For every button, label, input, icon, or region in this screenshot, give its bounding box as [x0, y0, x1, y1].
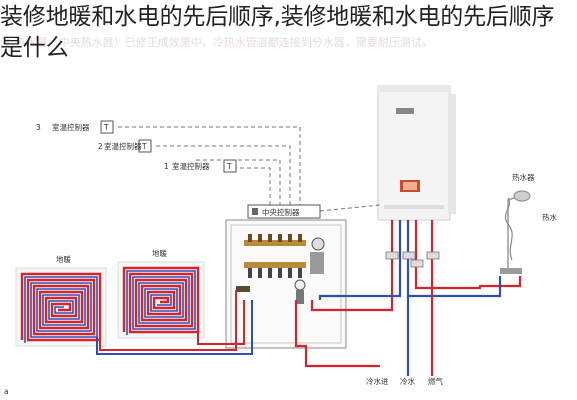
boiler-pipes [294, 220, 522, 376]
wall-boiler [377, 85, 456, 221]
thermostat-3-label: 室温控制器 [52, 122, 90, 132]
cold-water-label: 冷水 [400, 376, 415, 386]
cold-inlet-label: 冷水进 [366, 376, 389, 386]
shower-label: 热水器 [512, 172, 535, 182]
shower-head: 热水器 热水 [500, 172, 557, 274]
thermostat-1-label: 室温控制器 [172, 161, 210, 171]
floor-coil-left: 地暖 [15, 254, 107, 347]
thermostat-3-number: 3 [36, 123, 41, 132]
boiler-brand-plate [396, 108, 414, 114]
thermostat-2-label: 室温控制器 [104, 141, 142, 151]
coil-supply-pipes [96, 290, 253, 355]
floor-coil-right: 地暖 [117, 248, 205, 339]
hot-water-label: 热水 [542, 212, 557, 222]
thermostat-2-number: 2 [98, 142, 103, 151]
gas-inlet-label: 燃气 [428, 376, 443, 386]
control-wires [118, 126, 381, 212]
manifold-cabinet [225, 219, 347, 349]
thermostat-1: T 1 室温控制器 [164, 159, 237, 173]
central-controller: 中央控制器 [247, 204, 321, 219]
coil-right-label: 地暖 [152, 248, 167, 258]
thermostat-2: T 2 室温控制器 [98, 139, 152, 153]
thermostat-1-number: 1 [164, 162, 169, 171]
coil-left-label: 地暖 [56, 254, 71, 264]
thermostat-3: T 3 室温控制器 [36, 120, 114, 134]
watermark-text: 注:热水器（中央热水器）已修正成效果中，冷热水管道都连接到分水器，需要耐压测试。 [0, 36, 433, 49]
bottom-mark: a [4, 387, 9, 396]
svg-text:T: T [141, 142, 147, 151]
svg-text:T: T [103, 123, 109, 132]
controller-label: 中央控制器 [262, 207, 300, 217]
page-title: 装修地暖和水电的先后顺序,装修地暖和水电的先后顺序是什么 [0, 4, 555, 61]
svg-text:T: T [226, 162, 232, 171]
